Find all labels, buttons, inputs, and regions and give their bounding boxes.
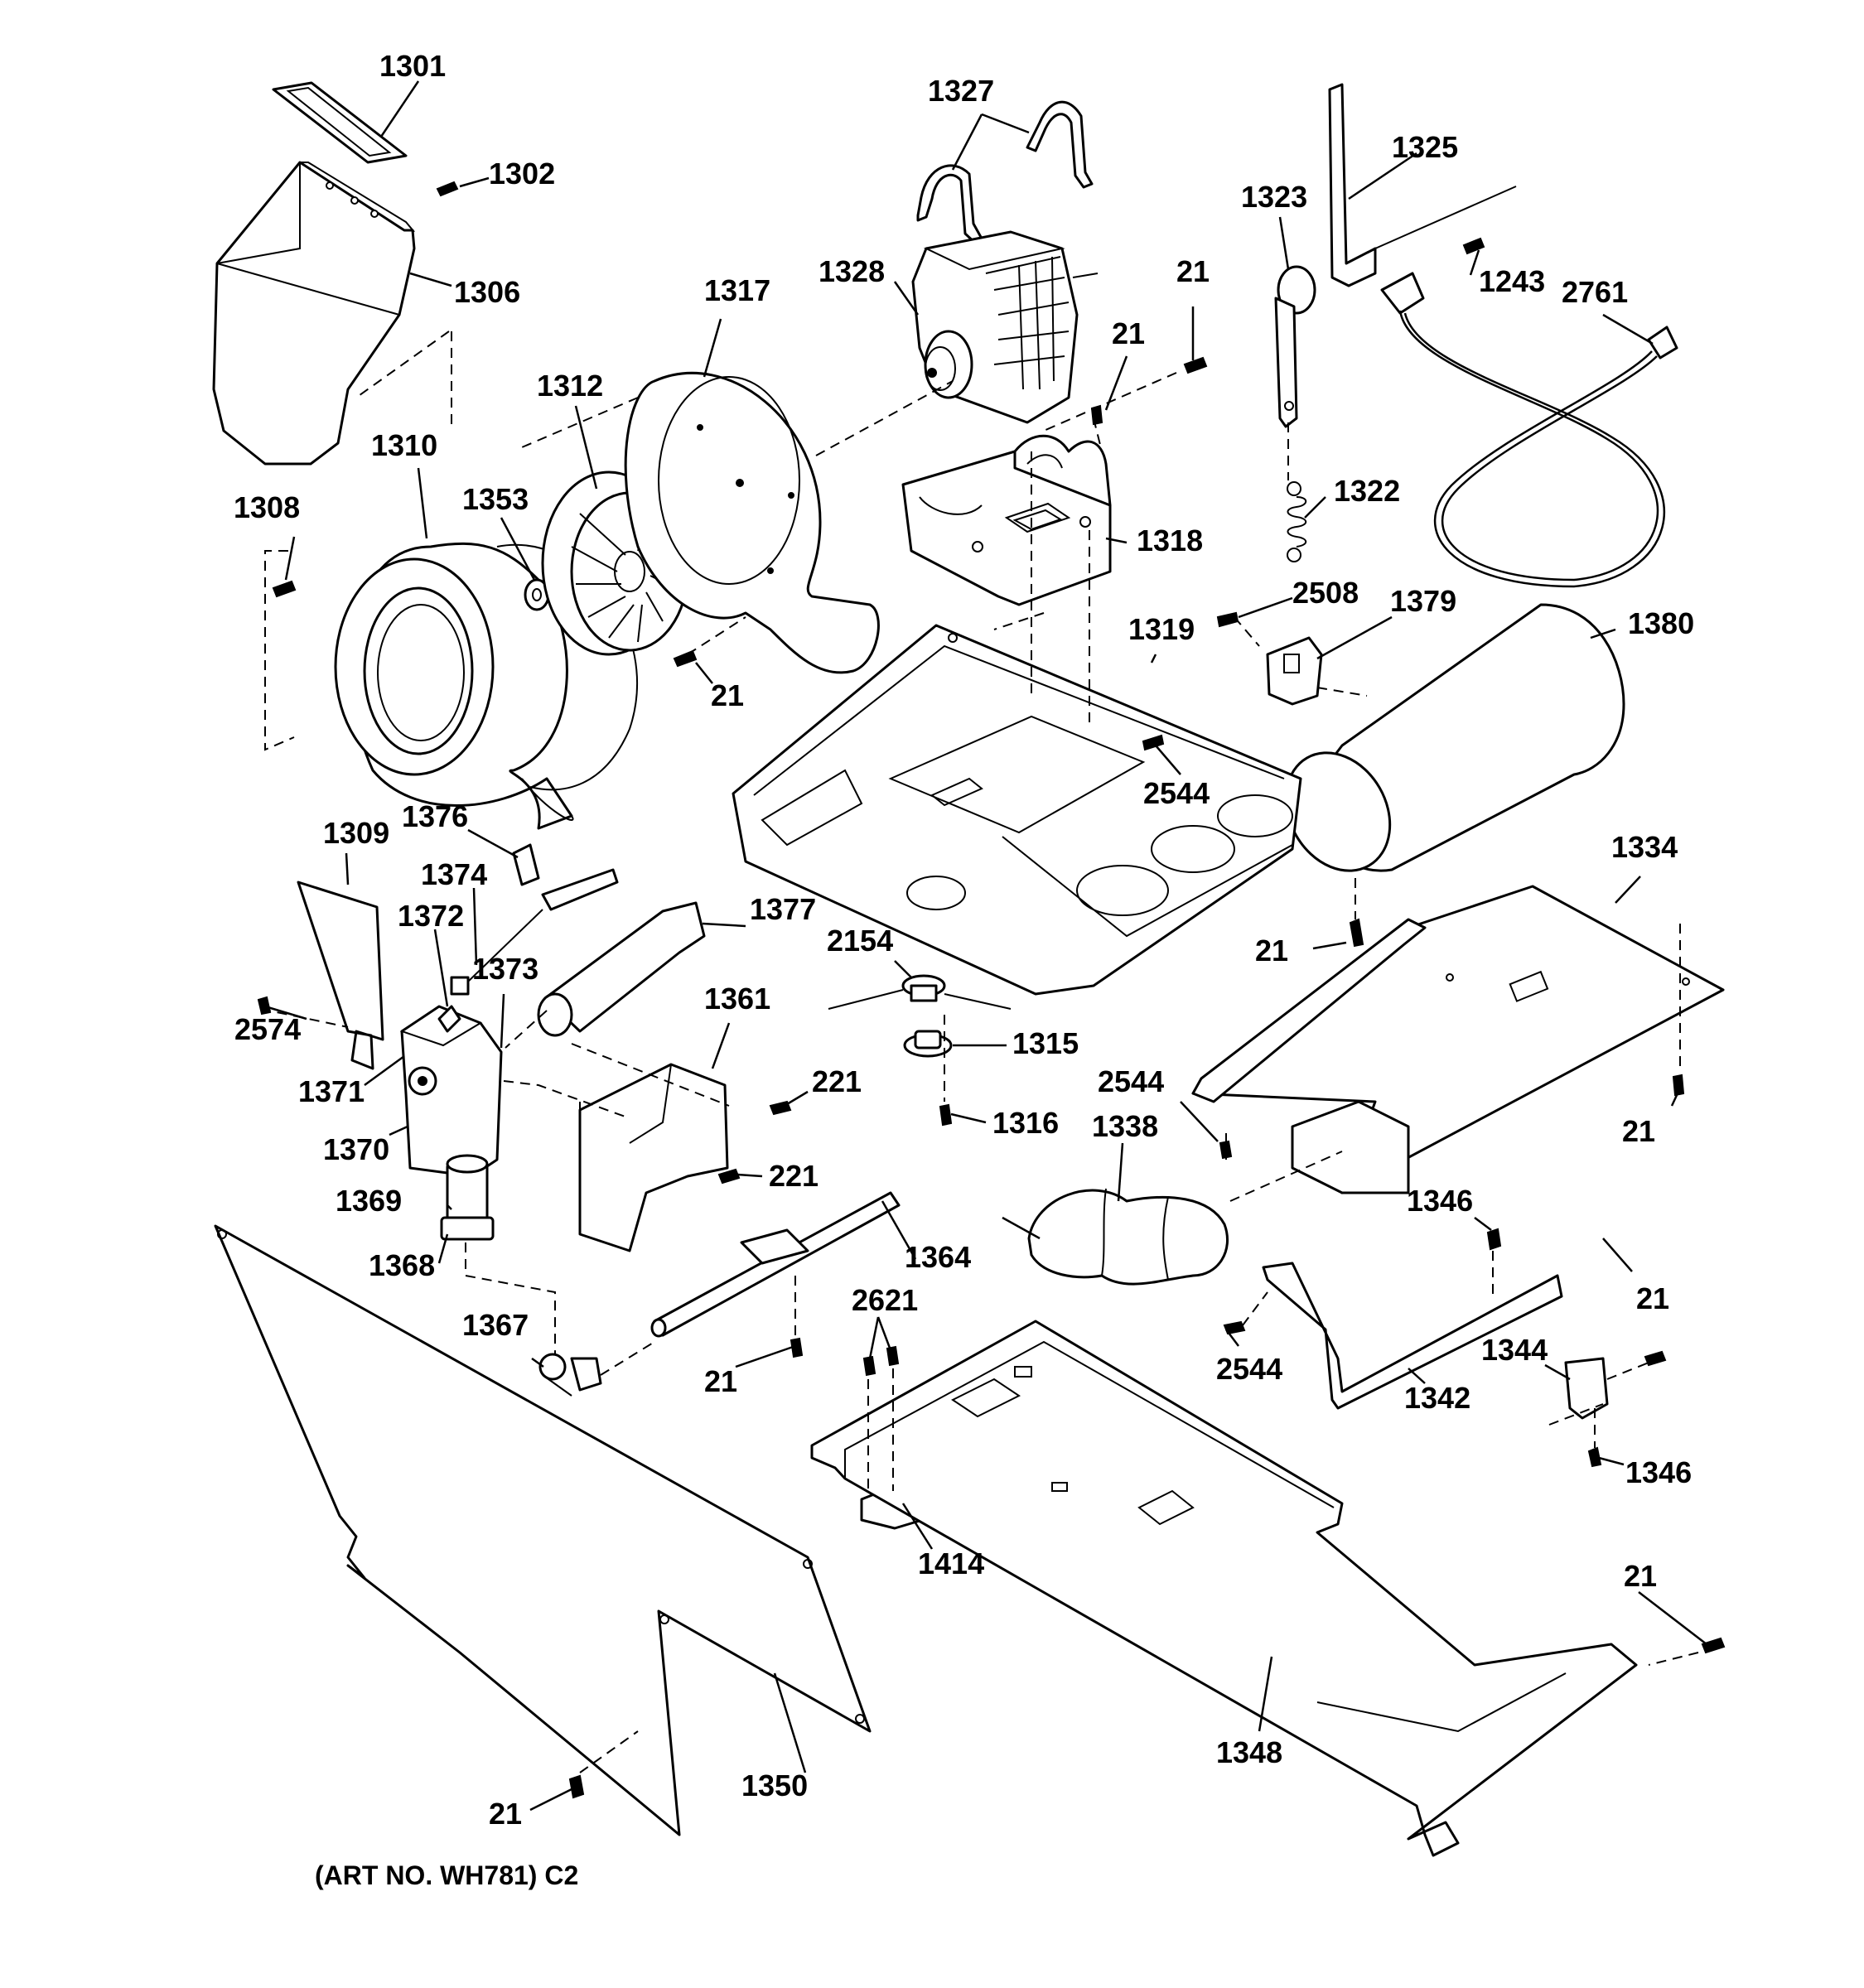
callout-1306: 1306 <box>454 275 520 309</box>
part-1344-clip <box>1564 1357 1609 1420</box>
callout-21-panel: 21 <box>489 1797 522 1831</box>
callout-21-bracket: 21 <box>1636 1281 1669 1315</box>
callout-1327: 1327 <box>928 74 994 108</box>
part-1323-idler-arm <box>1274 265 1316 428</box>
part-1377-burner-tube <box>537 901 706 1037</box>
callout-1319: 1319 <box>1128 612 1195 646</box>
callout-1325: 1325 <box>1392 130 1458 164</box>
callout-1364: 1364 <box>905 1240 971 1274</box>
callout-2508: 2508 <box>1292 576 1359 610</box>
callout-2544-rail: 2544 <box>1216 1352 1282 1386</box>
part-1380-cylinder <box>1284 603 1625 872</box>
callout-1346-bottom: 1346 <box>1625 1455 1692 1489</box>
callout-2574: 2574 <box>234 1012 301 1046</box>
callout-1301: 1301 <box>379 49 446 83</box>
part-1310-blower-housing <box>334 542 639 830</box>
callout-1373: 1373 <box>472 952 538 986</box>
part-1318-motor-mount <box>901 434 1112 606</box>
part-1325-belt-bracket <box>1328 83 1517 287</box>
part-1338-elbow <box>1027 1188 1229 1286</box>
callout-1302: 1302 <box>489 157 555 191</box>
callout-1372: 1372 <box>398 899 464 933</box>
part-1348-base-plate <box>810 1320 1638 1857</box>
callout-1361: 1361 <box>704 982 770 1016</box>
part-2761-power-cord <box>1380 272 1678 588</box>
part-1309-heat-shield <box>297 881 384 1070</box>
part-1370-gas-valve <box>399 1005 503 1178</box>
callout-21-duct: 21 <box>1622 1114 1655 1148</box>
callout-221-a: 221 <box>812 1064 862 1098</box>
part-1319-base-pan <box>732 624 1302 996</box>
callout-1308: 1308 <box>234 490 300 524</box>
part-1306-exhaust-duct <box>212 161 416 466</box>
callout-1342: 1342 <box>1404 1381 1470 1415</box>
part-1364-gas-pipe <box>650 1191 901 1338</box>
callout-21-drum: 21 <box>1255 934 1288 967</box>
part-1353-washer <box>524 578 550 611</box>
part-1368-union-nut <box>440 1216 495 1241</box>
callout-1323: 1323 <box>1241 180 1307 214</box>
part-1315-grommet <box>903 1030 953 1058</box>
callout-1374: 1374 <box>421 857 487 891</box>
part-1322-idler-spring <box>1287 481 1307 562</box>
callout-1312: 1312 <box>537 369 603 403</box>
callout-221-b: 221 <box>769 1159 819 1193</box>
callout-1315: 1315 <box>1012 1026 1079 1060</box>
callout-1370: 1370 <box>323 1132 389 1166</box>
part-1342-rail <box>1262 1262 1563 1410</box>
callout-1309: 1309 <box>323 816 389 850</box>
callout-1344: 1344 <box>1481 1333 1548 1367</box>
callout-1368: 1368 <box>369 1248 435 1282</box>
callout-1316: 1316 <box>992 1106 1059 1140</box>
callout-1310: 1310 <box>371 428 437 462</box>
callout-21-pipe: 21 <box>704 1364 737 1398</box>
part-1350-back-panel <box>214 1224 872 1836</box>
callout-1243: 1243 <box>1479 264 1545 298</box>
callout-1328: 1328 <box>819 254 885 288</box>
callout-2544-base: 2544 <box>1143 776 1210 810</box>
callout-1353: 1353 <box>462 482 529 516</box>
part-2154-thermal-fuse <box>828 974 1012 1010</box>
part-1334-duct-tray <box>1191 885 1725 1194</box>
part-1376-igniter-bracket <box>512 843 540 886</box>
part-1369-nipple <box>446 1154 489 1223</box>
callout-1380: 1380 <box>1628 606 1694 640</box>
callout-1346-top: 1346 <box>1407 1184 1473 1218</box>
art-number-caption: (ART NO. WH781) C2 <box>315 1860 578 1890</box>
part-1367-fitting <box>538 1353 602 1397</box>
callout-1334: 1334 <box>1611 830 1678 864</box>
callout-1376: 1376 <box>402 799 468 833</box>
callout-1348: 1348 <box>1216 1735 1282 1769</box>
callout-21-base: 21 <box>1624 1559 1657 1593</box>
callout-1371: 1371 <box>298 1074 365 1108</box>
callout-1317: 1317 <box>704 273 770 307</box>
callout-1338: 1338 <box>1092 1109 1158 1143</box>
callout-1377: 1377 <box>750 892 816 926</box>
part-1374-igniter <box>450 868 619 996</box>
callout-2621: 2621 <box>852 1283 918 1317</box>
part-1317-blower-cover <box>624 371 880 674</box>
callout-21-motor-b: 21 <box>1176 254 1210 288</box>
part-1327-motor-clamps <box>916 100 1094 247</box>
callout-2761: 2761 <box>1562 275 1628 309</box>
assembly-lines <box>260 331 1699 1773</box>
leader-lines <box>264 80 1707 1812</box>
callout-1369: 1369 <box>336 1184 402 1218</box>
callout-1318: 1318 <box>1137 524 1203 557</box>
callout-2154: 2154 <box>827 924 893 958</box>
part-1301-gasket <box>272 81 408 164</box>
part-1379-thermostat <box>1266 636 1323 706</box>
callout-labels: 1301 1302 1306 1310 1353 1308 1312 1317 … <box>234 49 1694 1831</box>
callout-21-blower: 21 <box>711 678 744 712</box>
callout-2544-elbow: 2544 <box>1098 1064 1164 1098</box>
callout-1367: 1367 <box>462 1308 529 1342</box>
callout-1350: 1350 <box>741 1768 808 1802</box>
callout-21-motor-a: 21 <box>1112 316 1145 350</box>
callout-1414: 1414 <box>918 1546 984 1580</box>
part-1328-drive-motor <box>911 230 1099 424</box>
part-1361-bracket <box>578 1063 729 1252</box>
callout-1379: 1379 <box>1390 584 1456 618</box>
callout-1322: 1322 <box>1334 474 1400 508</box>
